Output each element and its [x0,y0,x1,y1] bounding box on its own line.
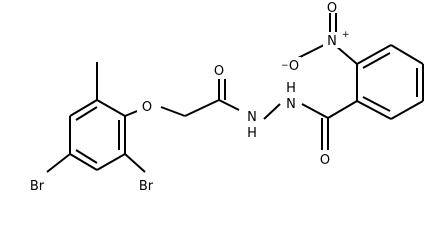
bond [362,96,391,112]
bond [160,106,186,117]
atom-br-right: Br [139,179,154,194]
atom-o-nitro-2: O [327,1,337,16]
bond [297,43,327,59]
bond [218,99,240,111]
atom-o-carbonyl-1: O [214,64,224,79]
bond [124,153,146,173]
bond [69,153,98,171]
bond [69,99,98,117]
bond [75,149,98,164]
atom-h-1: H [247,126,257,141]
bond [390,100,424,120]
bond [327,100,358,119]
atom-h-2: H [286,81,296,96]
bond [184,99,220,117]
bond [96,153,126,171]
atom-n-nitro: N [327,34,337,49]
atom-n-1: N [247,110,257,125]
bond [301,103,329,119]
atom-o-carbonyl-2: O [320,153,330,168]
charge-plus: + [342,30,350,40]
bond [96,99,126,117]
molecule-diagram: O O N H H N O N + O − O Br Br [26,0,424,194]
atom-o-nitro-1: O [289,59,299,74]
atom-o-ether: O [142,100,152,115]
atom-br-left: Br [30,179,45,194]
atom-layer: O O N H H N O N + O − O Br Br [26,0,350,194]
bond [362,52,391,69]
bond [390,44,424,65]
atom-n-2: N [286,97,296,112]
bond [75,106,98,121]
charge-minus: − [281,61,289,71]
bond [263,103,281,120]
bond [46,153,71,173]
bond [356,100,392,120]
bond [356,44,392,65]
bond-layer [46,11,424,173]
bond [335,45,358,65]
